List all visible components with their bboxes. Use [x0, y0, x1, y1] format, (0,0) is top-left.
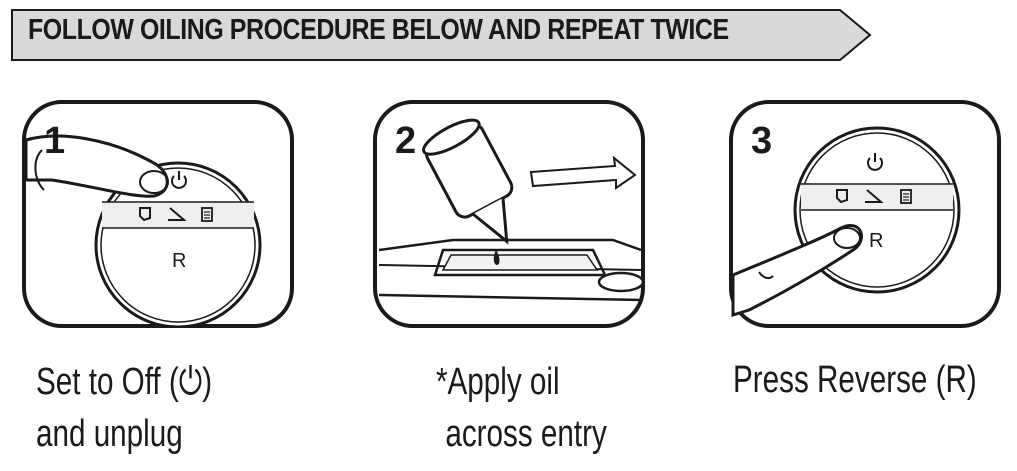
step-1-caption-line2: and unplug — [36, 413, 183, 455]
step-2-caption-line2: across entry — [445, 413, 607, 455]
step-3-panel: 3 R — [729, 100, 1001, 328]
step-3-number: 3 — [751, 120, 773, 162]
step-2-caption: *Apply oil across entry — [436, 356, 607, 460]
step-1-caption-line1: Set to Off (⏻) — [36, 361, 213, 403]
step-1-caption: Set to Off (⏻) and unplug — [36, 356, 212, 460]
step-1-illustration — [22, 100, 294, 328]
step-1-panel: 1 R — [22, 100, 294, 328]
step-2-number: 2 — [395, 120, 417, 162]
step-3-caption: Press Reverse (R) — [733, 354, 977, 406]
step-3-caption-line1: Press Reverse (R) — [733, 359, 977, 401]
header-banner: FOLLOW OILING PROCEDURE BELOW AND REPEAT… — [0, 0, 1017, 64]
step-3-illustration — [729, 100, 1001, 328]
step-2-caption-line1: *Apply oil — [436, 361, 560, 403]
step-2-panel: 2 — [373, 100, 645, 328]
dial-reverse-label: R — [869, 230, 884, 252]
step-2-illustration — [373, 100, 645, 328]
banner-arrow-shape — [11, 9, 872, 61]
banner-title: FOLLOW OILING PROCEDURE BELOW AND REPEAT… — [28, 14, 729, 46]
dial-reverse-label: R — [172, 250, 187, 272]
step-1-number: 1 — [44, 120, 66, 162]
